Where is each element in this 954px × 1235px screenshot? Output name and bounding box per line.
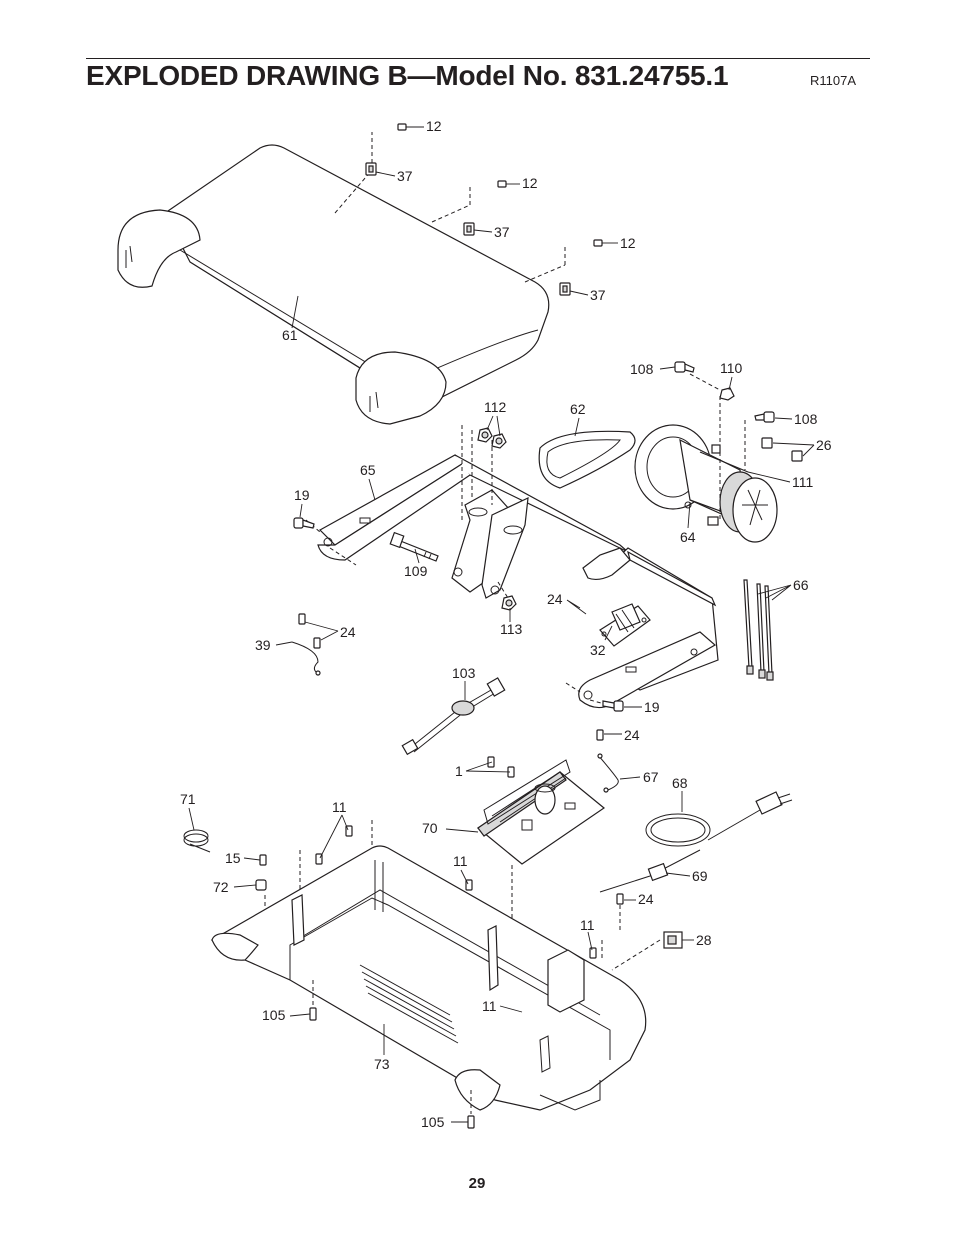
callout-105-b: 105 xyxy=(421,1114,445,1130)
callout-109: 109 xyxy=(404,563,428,579)
wire-harness-103 xyxy=(401,677,506,756)
callout-24-c: 24 xyxy=(624,727,640,743)
hood-guide-1 xyxy=(334,132,373,214)
cable-ties-66 xyxy=(743,579,774,681)
frame-guide-19b xyxy=(565,682,613,707)
callout-1: 1 xyxy=(455,763,463,779)
callout-32: 32 xyxy=(590,642,606,658)
page-title: EXPLODED DRAWING B—Model No. 831.24755.1 xyxy=(86,60,729,91)
cable-71 xyxy=(183,829,211,853)
callout-64: 64 xyxy=(680,529,696,545)
screw-105-b xyxy=(467,1115,475,1129)
belt-62 xyxy=(538,430,636,489)
wire-39 xyxy=(291,613,321,676)
bracket-32 xyxy=(599,603,651,647)
callout-69: 69 xyxy=(692,868,708,884)
nut-113 xyxy=(501,595,517,611)
frame-65 xyxy=(317,454,719,709)
screw-105-a xyxy=(309,1007,317,1021)
nut-72 xyxy=(255,879,267,891)
motor-fasteners xyxy=(674,361,803,462)
base-73 xyxy=(210,845,647,1111)
power-cord-68 xyxy=(645,791,793,847)
motor-64 xyxy=(634,424,778,543)
base-guides-bottom xyxy=(312,980,472,1114)
callout-65: 65 xyxy=(360,462,376,478)
callout-12-a: 12 xyxy=(426,118,442,134)
hood-guide-3 xyxy=(524,245,566,283)
callout-67: 67 xyxy=(643,769,659,785)
power-cord-69 xyxy=(599,849,701,905)
callout-12-c: 12 xyxy=(620,235,636,251)
callout-28: 28 xyxy=(696,932,712,948)
callout-61: 61 xyxy=(282,327,298,343)
callout-72: 72 xyxy=(213,879,229,895)
wire-67 xyxy=(596,729,619,793)
callout-11-c: 11 xyxy=(580,917,595,933)
callout-24-d: 24 xyxy=(638,891,654,907)
bolt-109 xyxy=(389,531,439,562)
frame-guide-112 xyxy=(461,425,493,520)
leader-lines xyxy=(188,126,815,1123)
header-rule xyxy=(86,58,870,59)
callout-12-b: 12 xyxy=(522,175,538,191)
callout-70: 70 xyxy=(422,820,438,836)
callout-111: 111 xyxy=(792,474,813,490)
controller-70 xyxy=(476,759,606,865)
callout-37-c: 37 xyxy=(590,287,606,303)
callout-labels: 12 37 12 37 12 37 61 108 110 108 26 111 … xyxy=(180,118,832,1130)
callout-108-a: 108 xyxy=(630,361,654,377)
callout-19-b: 19 xyxy=(644,699,660,715)
callout-73: 73 xyxy=(374,1056,390,1072)
callout-71: 71 xyxy=(180,791,196,807)
hood-guide-2 xyxy=(431,187,471,223)
callout-26: 26 xyxy=(816,437,832,453)
callout-103: 103 xyxy=(452,665,476,681)
switch-28 xyxy=(663,931,683,949)
callout-24-a: 24 xyxy=(547,591,563,607)
nuts-112 xyxy=(477,427,507,449)
callout-113: 113 xyxy=(500,621,523,637)
callout-39: 39 xyxy=(255,637,271,653)
callout-11-a: 11 xyxy=(332,799,347,815)
bolt-19-right xyxy=(602,700,624,712)
callout-108-b: 108 xyxy=(794,411,818,427)
callout-11-d: 11 xyxy=(482,998,497,1014)
callout-68: 68 xyxy=(672,775,688,791)
callout-112: 112 xyxy=(484,399,507,415)
callout-105-a: 105 xyxy=(262,1007,286,1023)
callout-37-b: 37 xyxy=(494,224,510,240)
motor-guide xyxy=(689,373,746,520)
callout-62: 62 xyxy=(570,401,586,417)
hood-fasteners xyxy=(365,123,603,296)
callout-11-b: 11 xyxy=(453,853,468,869)
page-number: 29 xyxy=(468,1175,486,1192)
callout-110: 110 xyxy=(720,360,743,376)
callout-19-a: 19 xyxy=(294,487,310,503)
drawing-code: R1107A xyxy=(810,73,857,88)
screw-15 xyxy=(259,854,267,866)
bolt-19-left xyxy=(293,517,315,529)
callout-66: 66 xyxy=(793,577,809,593)
callout-37-a: 37 xyxy=(397,168,413,184)
frame-guide-113 xyxy=(497,581,509,599)
motor-hood-61 xyxy=(117,144,550,425)
screws-1 xyxy=(487,756,515,778)
callout-15: 15 xyxy=(225,850,241,866)
callout-24-b: 24 xyxy=(340,624,356,640)
